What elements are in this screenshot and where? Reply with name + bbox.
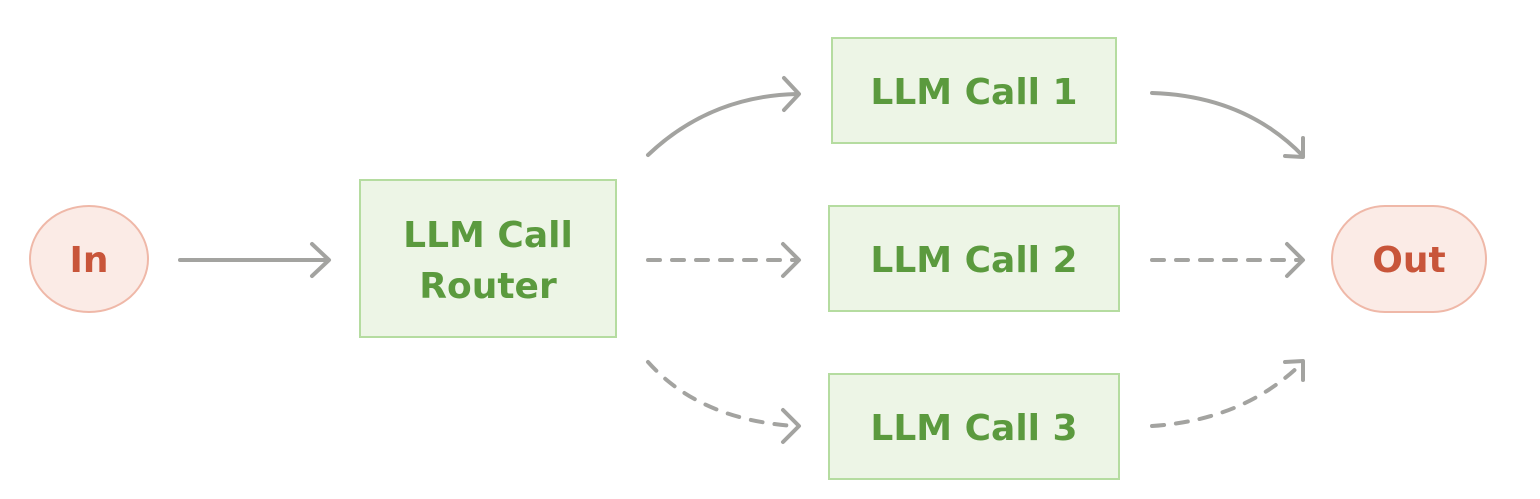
output-node: Out (1331, 205, 1487, 313)
arrow-in-to-router (178, 242, 331, 278)
output-label: Out (1372, 240, 1445, 281)
arrow-router-to-call3 (646, 360, 801, 444)
input-label: In (69, 240, 108, 281)
arrow-router-to-call1 (646, 76, 801, 157)
router-label-line2: Router (419, 266, 557, 307)
input-node: In (29, 205, 149, 313)
arrow-call3-to-out (1150, 359, 1305, 428)
call2-node: LLM Call 2 (828, 205, 1120, 312)
router-label-line1: LLM Call (403, 215, 573, 256)
arrow-router-to-call2 (646, 242, 801, 278)
call1-node: LLM Call 1 (831, 37, 1117, 144)
arrow-call1-to-out (1150, 91, 1305, 159)
call3-node: LLM Call 3 (828, 373, 1120, 480)
call1-label: LLM Call 1 (870, 72, 1077, 113)
call3-label: LLM Call 3 (870, 408, 1077, 449)
call2-label: LLM Call 2 (870, 240, 1077, 281)
arrow-call2-to-out (1150, 242, 1305, 278)
router-node: LLM Call Router (359, 179, 617, 338)
